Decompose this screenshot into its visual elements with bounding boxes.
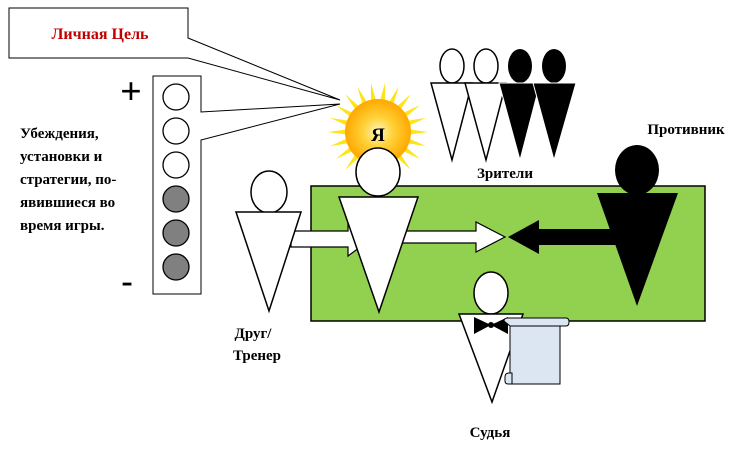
sun-icon <box>328 82 428 182</box>
self-action-arrow <box>401 221 507 253</box>
minus-sign: - <box>121 263 132 300</box>
beliefs-line-1: Убеждения, <box>20 126 99 142</box>
referee-label: Судья <box>470 425 511 441</box>
beliefs-line-4: явившиеся во <box>20 195 115 211</box>
belief-circle-open <box>162 117 190 145</box>
friend-coach-figure <box>234 170 303 314</box>
spectators-label: Зрители <box>477 166 533 182</box>
beliefs-line-5: время игры. <box>20 218 105 234</box>
personal-goal-label: Личная Цель <box>51 26 149 43</box>
belief-circle-filled <box>162 185 190 213</box>
opponent-pressure-arrow <box>508 220 618 254</box>
belief-circle-filled <box>162 253 190 281</box>
sun-ray <box>335 145 355 159</box>
belief-circle-open <box>162 151 190 179</box>
sun-ray <box>328 129 349 135</box>
spectator-figure <box>430 48 473 163</box>
sun-ray <box>405 137 426 147</box>
friend-coach-label-line-2: Тренер <box>233 348 281 364</box>
sun-ray <box>405 117 426 127</box>
self-label: Я <box>371 125 385 146</box>
spectator-figure <box>464 48 507 163</box>
referee-figure <box>457 271 525 405</box>
spectator-figure <box>532 49 577 162</box>
sun-ray <box>401 105 421 119</box>
belief-circle-open <box>162 83 190 111</box>
sun-ray <box>379 82 386 103</box>
opponent-figure <box>597 145 678 306</box>
plus-sign: + <box>120 71 142 113</box>
beliefs-line-2: установки и <box>20 149 103 165</box>
sun-ray <box>407 129 428 135</box>
sun-ray <box>401 145 421 159</box>
scroll-icon <box>503 317 570 385</box>
sun-ray <box>370 82 377 103</box>
beliefs-line-3: стратегии, по- <box>20 172 116 188</box>
personal-goal-callout: Личная Цель <box>8 7 341 101</box>
self-figure <box>337 147 420 315</box>
sun-ray <box>388 86 399 106</box>
beliefs-column <box>152 75 341 295</box>
belief-circle-filled <box>162 219 190 247</box>
sun-ray <box>330 137 351 147</box>
beliefs-text: Убеждения, установки и стратегии, по- яв… <box>20 126 116 234</box>
sun-ray <box>330 117 351 127</box>
friend-coach-label-line-1: Друг/ <box>235 326 273 342</box>
spectator-figure <box>498 49 541 162</box>
spectators-group <box>430 48 577 163</box>
sun-ray <box>335 105 355 119</box>
opponent-label: Противник <box>647 122 725 138</box>
sun-ray <box>357 86 368 106</box>
